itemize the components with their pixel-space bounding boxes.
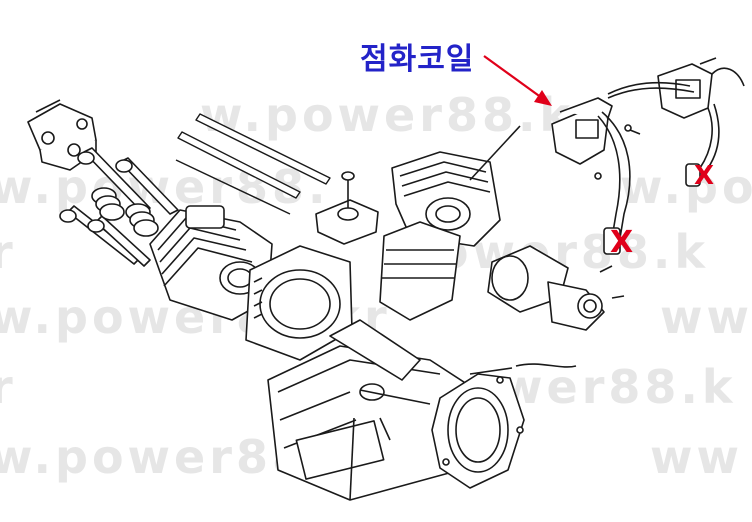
breather-plate [315,171,379,245]
spark-plug-caps [603,163,701,255]
callout-arrow [483,55,552,106]
ignition-coil [551,57,717,165]
coil-wiring [597,67,745,239]
ignition-coil-label: 점화코일 [360,42,475,77]
cylinder-head-left [149,205,273,321]
push-rods [175,113,331,215]
head-bolts [59,147,179,267]
coil-screws [594,124,641,180]
x-mark-right: X [694,161,714,191]
x-mark-left: X [610,225,633,260]
valve-springs [91,187,159,237]
rocker-bracket [27,99,97,171]
cylinder-barrel-right [379,221,461,321]
flywheel-cover [431,373,525,489]
crankshaft [329,319,431,441]
starter-motor [487,245,625,331]
